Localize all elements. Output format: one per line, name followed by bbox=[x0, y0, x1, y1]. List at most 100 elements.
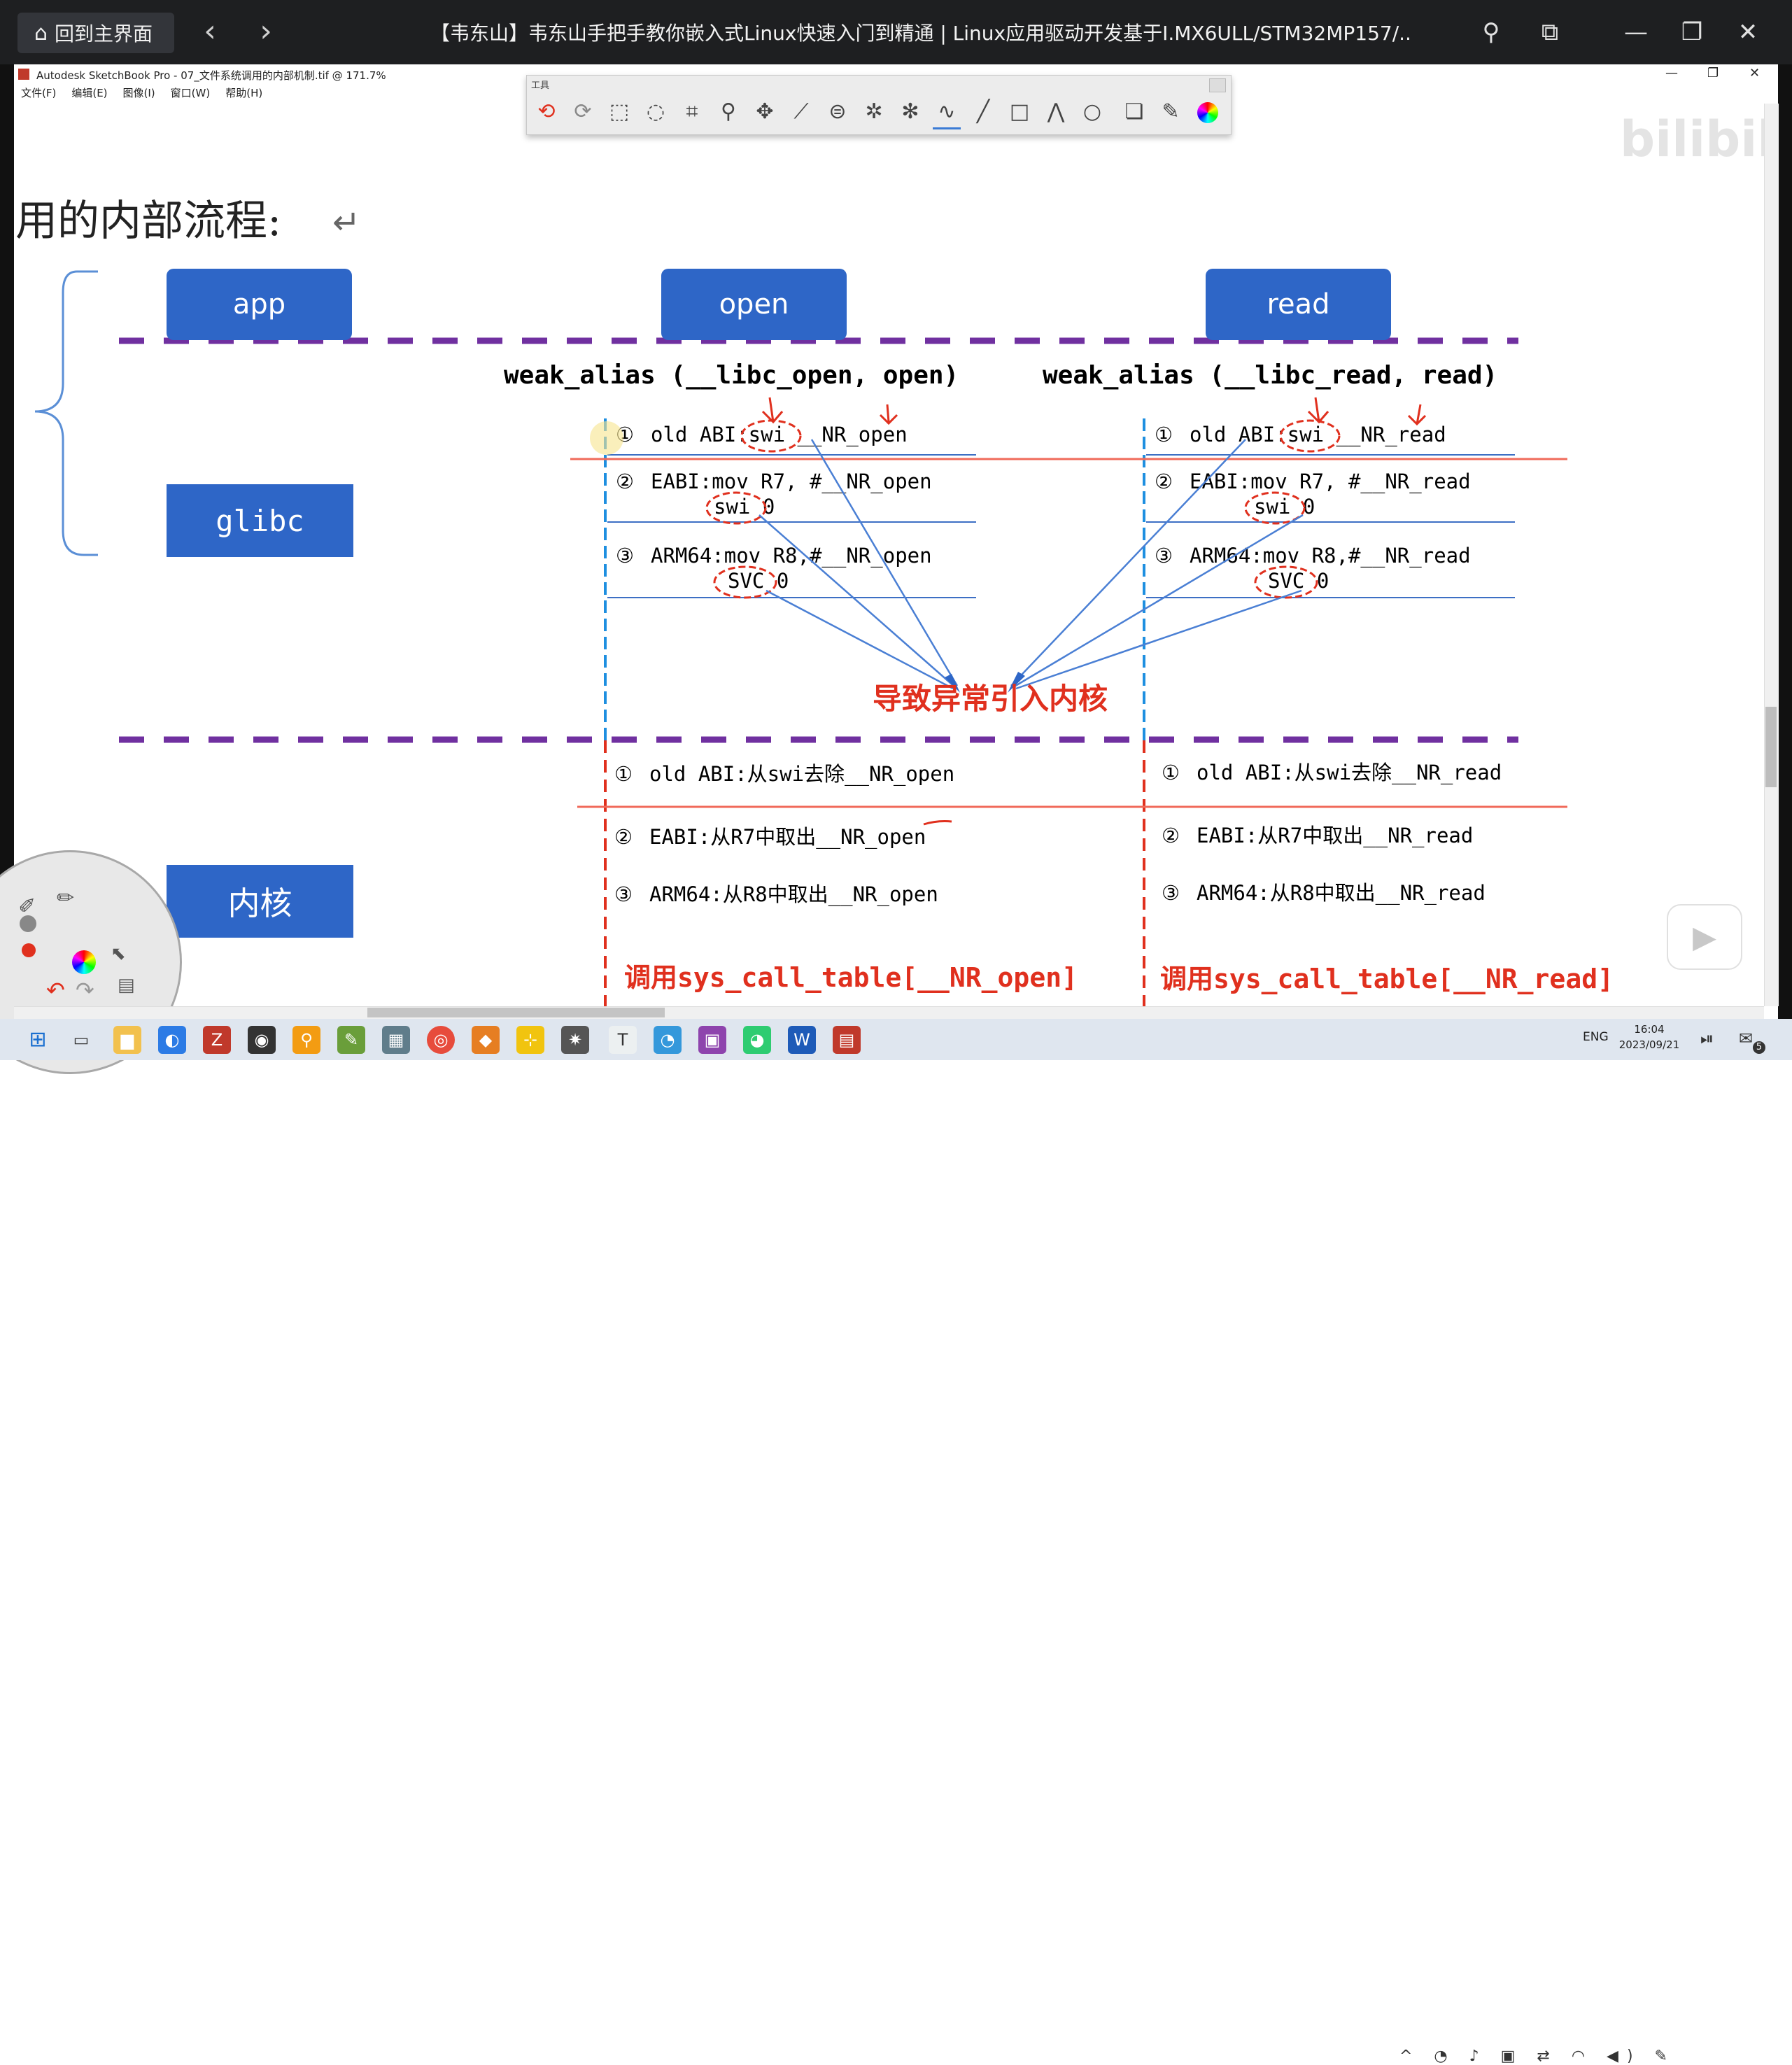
menu-edit[interactable]: 编辑(E) bbox=[71, 87, 108, 99]
open-eabi-line: EABI:mov R7, #__NR_open bbox=[651, 470, 932, 494]
sketchbook-minimize-button[interactable]: — bbox=[1665, 66, 1678, 80]
restore-button[interactable]: ❐ bbox=[1681, 18, 1703, 46]
radial-symmetry-icon[interactable]: ✻ bbox=[901, 99, 919, 124]
diagram-canvas[interactable]: bilibili 用的内部流程: ↵ weak_alias (__libc_op… bbox=[14, 104, 1764, 1006]
sketchbook-toolbar: 工具 ⟲ ⟳ ⬚ ◌ ⌗ ⚲ ✥ ⟋ ⊜ ✲ ✻ ∿ ╱ □ ⋀ ○ ❏ ✎ bbox=[526, 75, 1232, 135]
read-kernel-rows: ① old ABI:从swi去除__NR_read ② EABI:从R7中取出_… bbox=[1160, 761, 1614, 994]
task-view-icon[interactable]: ▭ bbox=[73, 1030, 90, 1050]
brush-size-icon[interactable] bbox=[20, 915, 36, 932]
calculator-icon[interactable]: ▦ bbox=[382, 1026, 410, 1054]
menu-window[interactable]: 窗口(W) bbox=[170, 87, 211, 99]
sketchbook-menu-bar: 文件(F) 编辑(E) 图像(I) 窗口(W) 帮助(H) bbox=[14, 85, 644, 104]
open-kernel-eabi: EABI:从R7中取出__NR_open bbox=[649, 825, 926, 850]
pencil-icon[interactable]: ✏ bbox=[57, 886, 75, 910]
home-button[interactable]: ⌂ 回到主界面 bbox=[17, 13, 174, 53]
brushes-icon[interactable]: ✎ bbox=[1162, 99, 1180, 124]
word-icon[interactable]: W bbox=[788, 1026, 816, 1054]
pin-icon[interactable]: ⚲ bbox=[1482, 18, 1500, 46]
red-arrow-icon bbox=[879, 404, 898, 425]
move-icon[interactable]: ✥ bbox=[756, 99, 774, 124]
color-wheel-icon[interactable] bbox=[1197, 102, 1218, 123]
picture-in-picture-icon[interactable]: ⧉ bbox=[1541, 18, 1559, 46]
input-language[interactable]: ENG bbox=[1583, 1030, 1609, 1044]
zoom-icon[interactable]: ⚲ bbox=[721, 99, 736, 124]
notepad-icon[interactable]: ✎ bbox=[337, 1026, 365, 1054]
typora-icon[interactable]: T bbox=[609, 1026, 637, 1054]
rect-select-icon[interactable]: ⬚ bbox=[609, 99, 630, 124]
bug-app-icon[interactable]: ✷ bbox=[561, 1026, 589, 1054]
layers-icon[interactable]: ❏ bbox=[1124, 99, 1144, 124]
forward-arrow-icon[interactable]: › bbox=[260, 13, 272, 49]
symmetry-icon[interactable]: ✲ bbox=[865, 99, 883, 124]
sketchbook-taskbar-icon[interactable]: ▤ bbox=[833, 1026, 861, 1054]
redo-icon[interactable]: ⟳ bbox=[574, 99, 592, 124]
swi-highlight-circle bbox=[705, 491, 767, 525]
taskbar-clock[interactable]: 16:04 2023/09/21 bbox=[1618, 1022, 1681, 1052]
brush-icon[interactable]: ✐ bbox=[18, 894, 36, 919]
back-arrow-icon[interactable]: ‹ bbox=[204, 13, 216, 49]
search-tool-icon[interactable]: ⚲ bbox=[292, 1026, 320, 1054]
read-old-abi-line: old ABI:swi __NR_read bbox=[1190, 423, 1446, 447]
row-number: ① bbox=[1162, 761, 1180, 784]
redo-icon[interactable]: ↷ bbox=[76, 977, 94, 1003]
horizontal-scroll-thumb[interactable] bbox=[367, 1008, 665, 1017]
sketchbook-restore-button[interactable]: ❐ bbox=[1707, 66, 1719, 80]
right-frame-edge bbox=[1778, 64, 1792, 1019]
row-number: ① bbox=[614, 762, 633, 786]
sketchbook-app-icon bbox=[18, 69, 29, 80]
wechat-icon[interactable]: ◕ bbox=[743, 1026, 771, 1054]
remote-app-icon[interactable]: ▣ bbox=[698, 1026, 726, 1054]
weak-alias-read: weak_alias (__libc_read, read) bbox=[1043, 361, 1497, 390]
freehand-icon[interactable]: ∿ bbox=[933, 97, 961, 129]
filezilla-icon[interactable]: Z bbox=[203, 1026, 231, 1054]
ellipse-guide-icon[interactable]: ⊜ bbox=[828, 99, 847, 124]
sketchbook-close-button[interactable]: ✕ bbox=[1749, 66, 1761, 80]
close-button[interactable]: ✕ bbox=[1737, 18, 1758, 46]
svc-highlight-circle bbox=[713, 565, 777, 599]
line-icon[interactable]: ╱ bbox=[976, 99, 990, 124]
brush-color-icon[interactable] bbox=[22, 943, 36, 957]
undo-icon[interactable]: ↶ bbox=[46, 977, 65, 1003]
open-glibc-rows: ① old ABI:swi __NR_open ② EABI:mov R7, #… bbox=[607, 423, 976, 598]
vertical-scrollbar[interactable] bbox=[1764, 104, 1779, 1006]
vertical-scroll-thumb[interactable] bbox=[1765, 707, 1777, 787]
row-number: ③ bbox=[614, 882, 633, 906]
menu-file[interactable]: 文件(F) bbox=[21, 87, 57, 99]
crop-icon[interactable]: ⌗ bbox=[686, 99, 698, 124]
rectangle-icon[interactable]: □ bbox=[1009, 99, 1030, 124]
red-arrow-icon bbox=[761, 397, 784, 424]
file-explorer-icon[interactable]: ▆ bbox=[113, 1026, 141, 1054]
edge-icon[interactable]: ◐ bbox=[158, 1026, 186, 1054]
app-icon-orange[interactable]: ◆ bbox=[472, 1026, 500, 1054]
chat-app-icon[interactable]: ◔ bbox=[654, 1026, 682, 1054]
row-number: ② bbox=[1155, 470, 1173, 493]
menu-image[interactable]: 图像(I) bbox=[122, 87, 155, 99]
notification-icon[interactable]: ✉ bbox=[1739, 1029, 1754, 1048]
undo-icon[interactable]: ⟲ bbox=[537, 99, 556, 124]
ruler-icon[interactable]: ⟋ bbox=[793, 99, 809, 124]
kernel-box: 内核 bbox=[167, 865, 353, 938]
toolbar-collapse-button[interactable] bbox=[1209, 78, 1226, 92]
minimize-button[interactable]: — bbox=[1624, 18, 1648, 46]
menu-help[interactable]: 帮助(H) bbox=[225, 87, 263, 99]
clock-date: 2023/09/21 bbox=[1618, 1038, 1680, 1051]
circle-icon[interactable]: ○ bbox=[1082, 99, 1102, 124]
system-tray-icons[interactable]: ^ ◔ ♪ ▣ ⇄ ◠ ◀) ✎ bbox=[1399, 2048, 1676, 2065]
lasso-icon[interactable]: ◌ bbox=[646, 99, 665, 124]
open-kernel-arm64: ARM64:从R8中取出__NR_open bbox=[649, 882, 938, 907]
network-app-icon[interactable]: ⊹ bbox=[516, 1026, 544, 1054]
app-box: app bbox=[167, 269, 352, 340]
watermark-text: bilibili bbox=[1620, 111, 1764, 168]
glibc-box: glibc bbox=[167, 484, 353, 557]
select-icon[interactable]: ⬉ bbox=[111, 943, 126, 964]
media-icon[interactable]: ⏯ bbox=[1700, 1029, 1714, 1048]
layer-editor-icon[interactable]: ▤ bbox=[118, 975, 135, 996]
player-top-bar: ⌂ 回到主界面 ‹ › 【韦东山】韦东山手把手教你嵌入式Linux快速入门到精通… bbox=[0, 0, 1792, 64]
horizontal-scrollbar[interactable] bbox=[14, 1006, 1764, 1020]
polyline-icon[interactable]: ⋀ bbox=[1047, 99, 1065, 124]
start-icon[interactable]: ⊞ bbox=[29, 1027, 47, 1052]
chrome-icon[interactable]: ◎ bbox=[427, 1026, 455, 1054]
obs-icon[interactable]: ◉ bbox=[248, 1026, 276, 1054]
color-wheel-icon[interactable] bbox=[72, 950, 96, 974]
play-overlay-icon[interactable]: ▶ bbox=[1667, 904, 1742, 970]
